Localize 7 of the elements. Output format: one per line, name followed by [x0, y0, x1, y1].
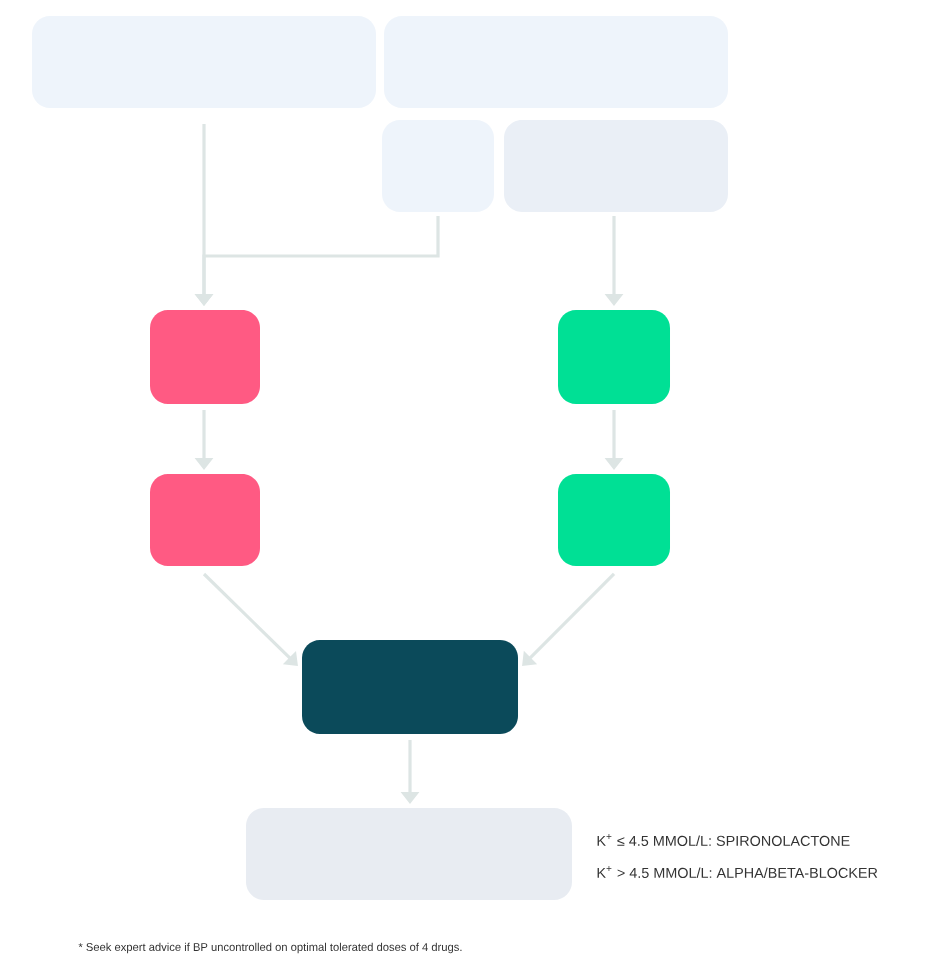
- step-box: [150, 310, 260, 404]
- step-box: [302, 640, 518, 734]
- step-box: [558, 474, 670, 566]
- arrow: [202, 572, 298, 666]
- arrow: [522, 572, 616, 666]
- step-box: [558, 310, 670, 404]
- step-box: [150, 474, 260, 566]
